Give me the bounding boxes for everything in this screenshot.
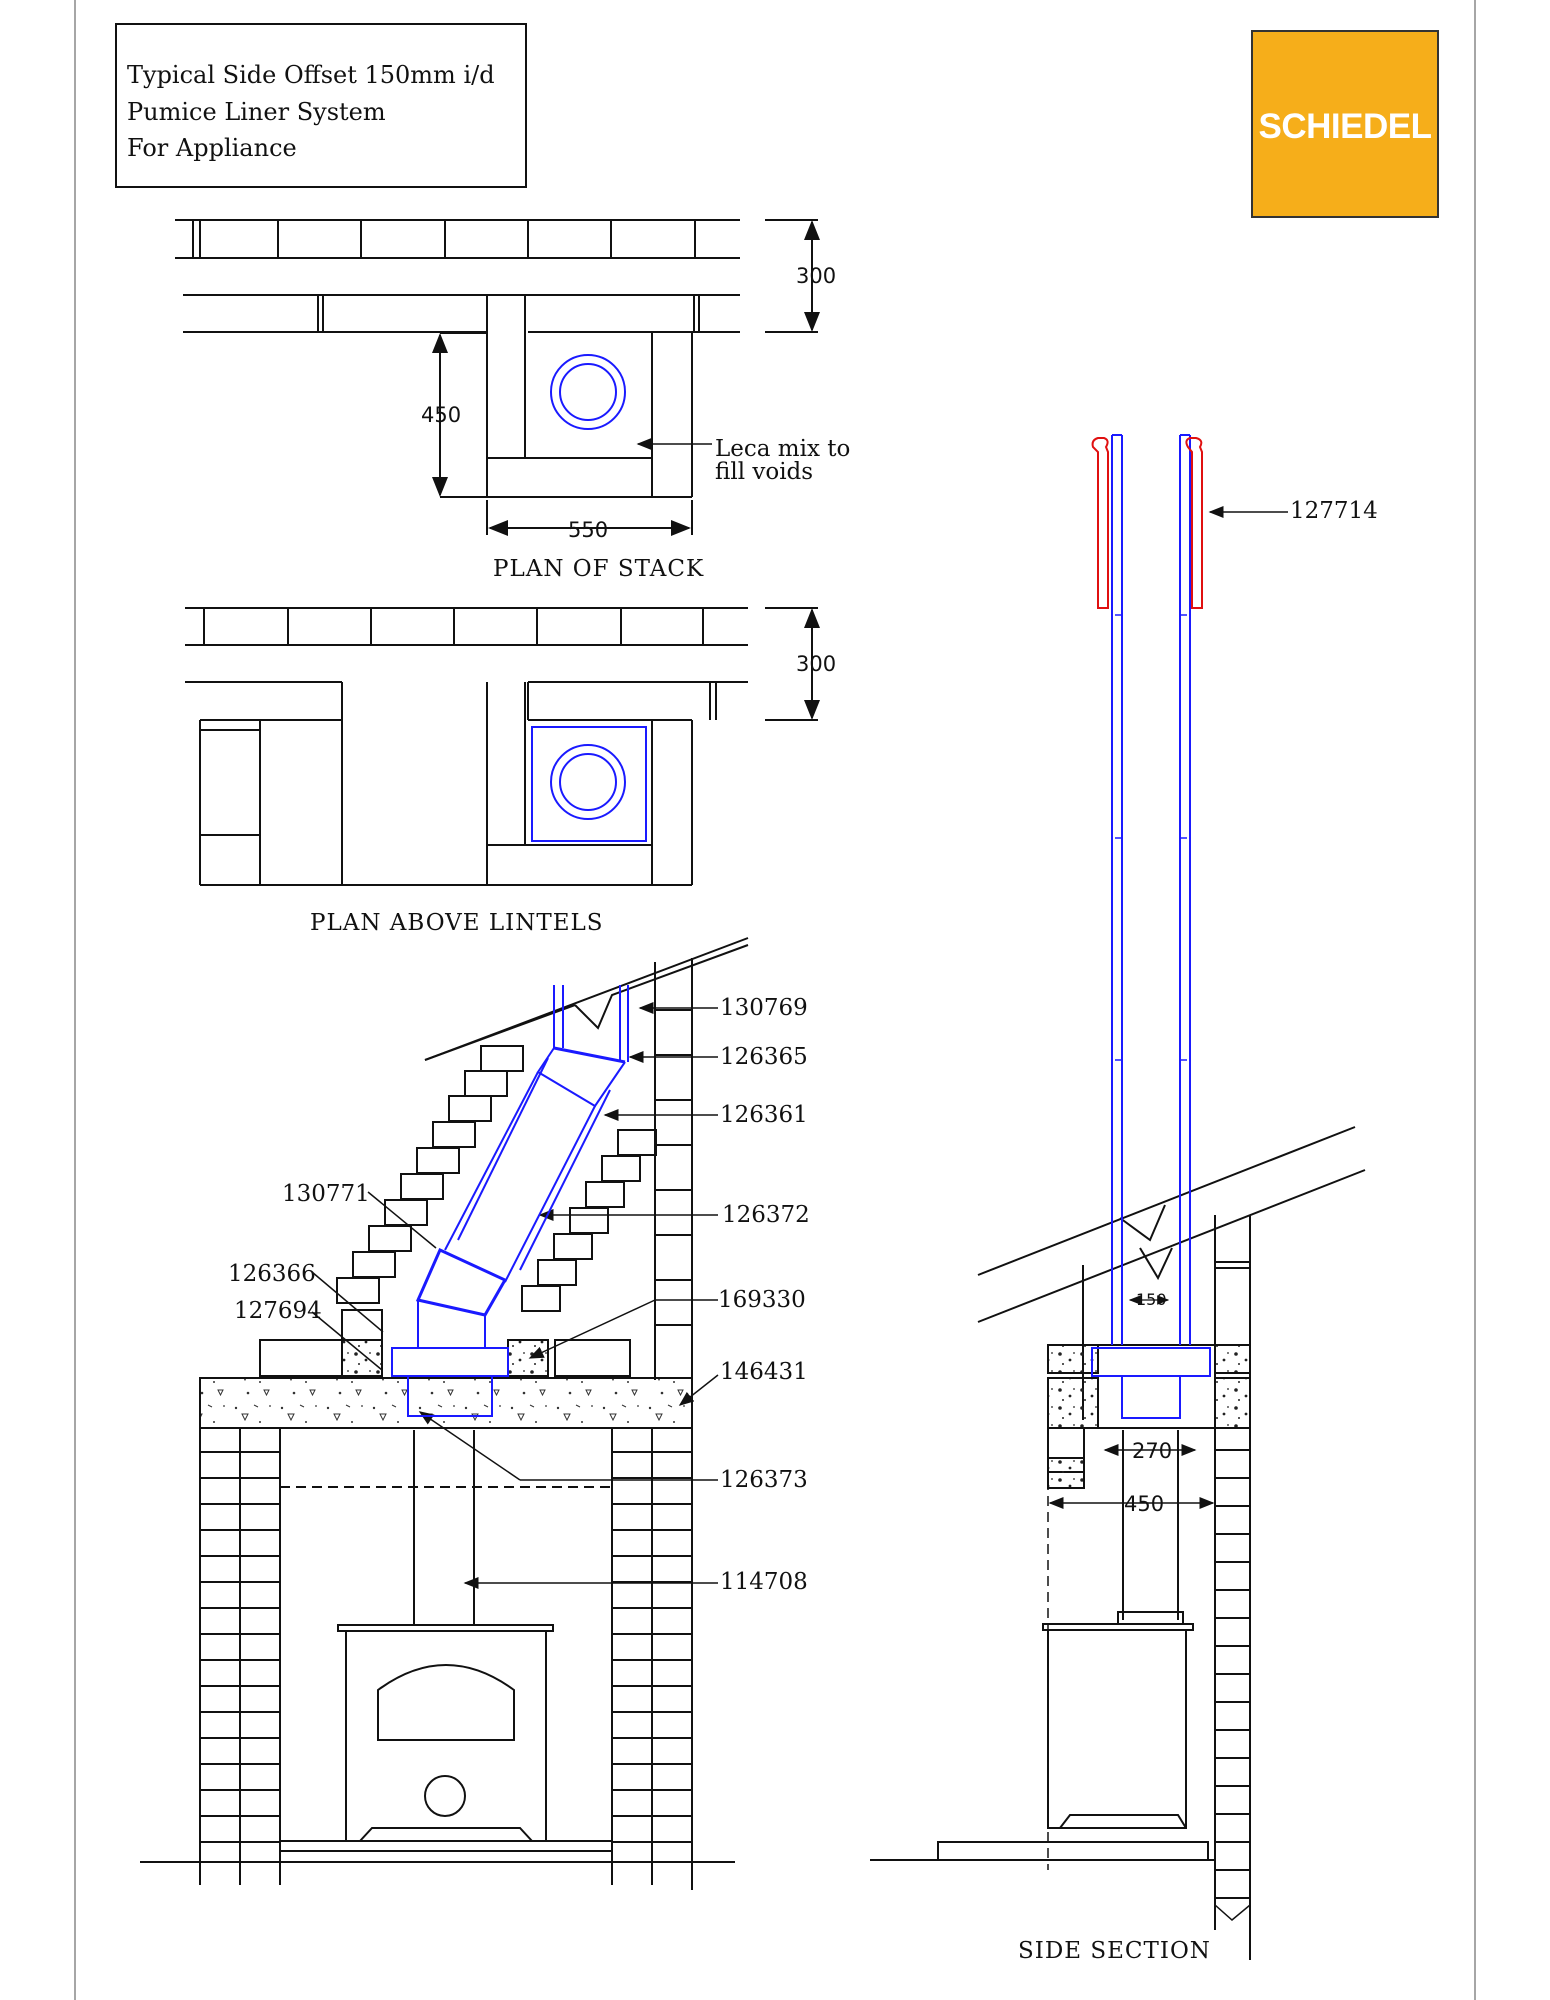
part-126372: 126372	[722, 1202, 810, 1228]
dim-liner-id: 150	[1136, 1290, 1167, 1309]
part-126361: 126361	[720, 1102, 808, 1128]
dim-stack-inner: 450	[421, 403, 462, 427]
dim-stack-width: 550	[568, 518, 609, 542]
note-leca-1: Leca mix to	[715, 436, 851, 462]
plan-lintels-liner	[531, 726, 647, 842]
part-130771: 130771	[282, 1181, 370, 1207]
plan-stack-liner	[550, 354, 626, 430]
view-title-side-section: SIDE SECTION	[1018, 1938, 1211, 1964]
dim-section-450: 450	[1124, 1492, 1165, 1516]
right-pier-courses	[612, 1451, 692, 1843]
part-126365: 126365	[720, 1044, 808, 1070]
schiedel-logo: SCHIEDEL	[1251, 30, 1439, 218]
terminal-127714	[1091, 437, 1203, 609]
front-elevation-liner	[391, 985, 629, 1417]
side-wall-courses	[1215, 1449, 1250, 1899]
left-pier-courses	[200, 1451, 280, 1843]
view-title-plan-stack: PLAN OF STACK	[493, 556, 705, 582]
part-126366: 126366	[228, 1261, 316, 1287]
title-block: Typical Side Offset 150mm i/d Pumice Lin…	[115, 23, 527, 188]
plan-of-stack	[175, 219, 820, 536]
side-section-liner	[1091, 434, 1211, 1419]
part-169330: 169330	[718, 1287, 806, 1313]
dim-stack-depth: 300	[796, 264, 837, 288]
sheet-border	[74, 0, 1476, 2000]
logo-text: SCHIEDEL	[1258, 107, 1432, 146]
title-line-1: Typical Side Offset 150mm i/d	[127, 61, 495, 89]
dim-lintel-depth: 300	[796, 652, 837, 676]
note-leca-2: fill voids	[715, 459, 814, 485]
view-title-plan-lintels: PLAN ABOVE LINTELS	[310, 910, 604, 936]
title-line-2: Pumice Liner System	[127, 98, 386, 126]
part-146431: 146431	[720, 1359, 808, 1385]
part-127714: 127714	[1290, 498, 1378, 524]
dim-section-270: 270	[1132, 1439, 1173, 1463]
part-130769: 130769	[720, 995, 808, 1021]
front-elevation	[140, 937, 749, 1890]
plan-above-lintels	[185, 607, 820, 886]
part-114708: 114708	[720, 1569, 808, 1595]
side-section	[870, 506, 1366, 1960]
title-line-3: For Appliance	[127, 134, 297, 162]
part-127694: 127694	[234, 1298, 322, 1324]
part-126373: 126373	[720, 1467, 808, 1493]
